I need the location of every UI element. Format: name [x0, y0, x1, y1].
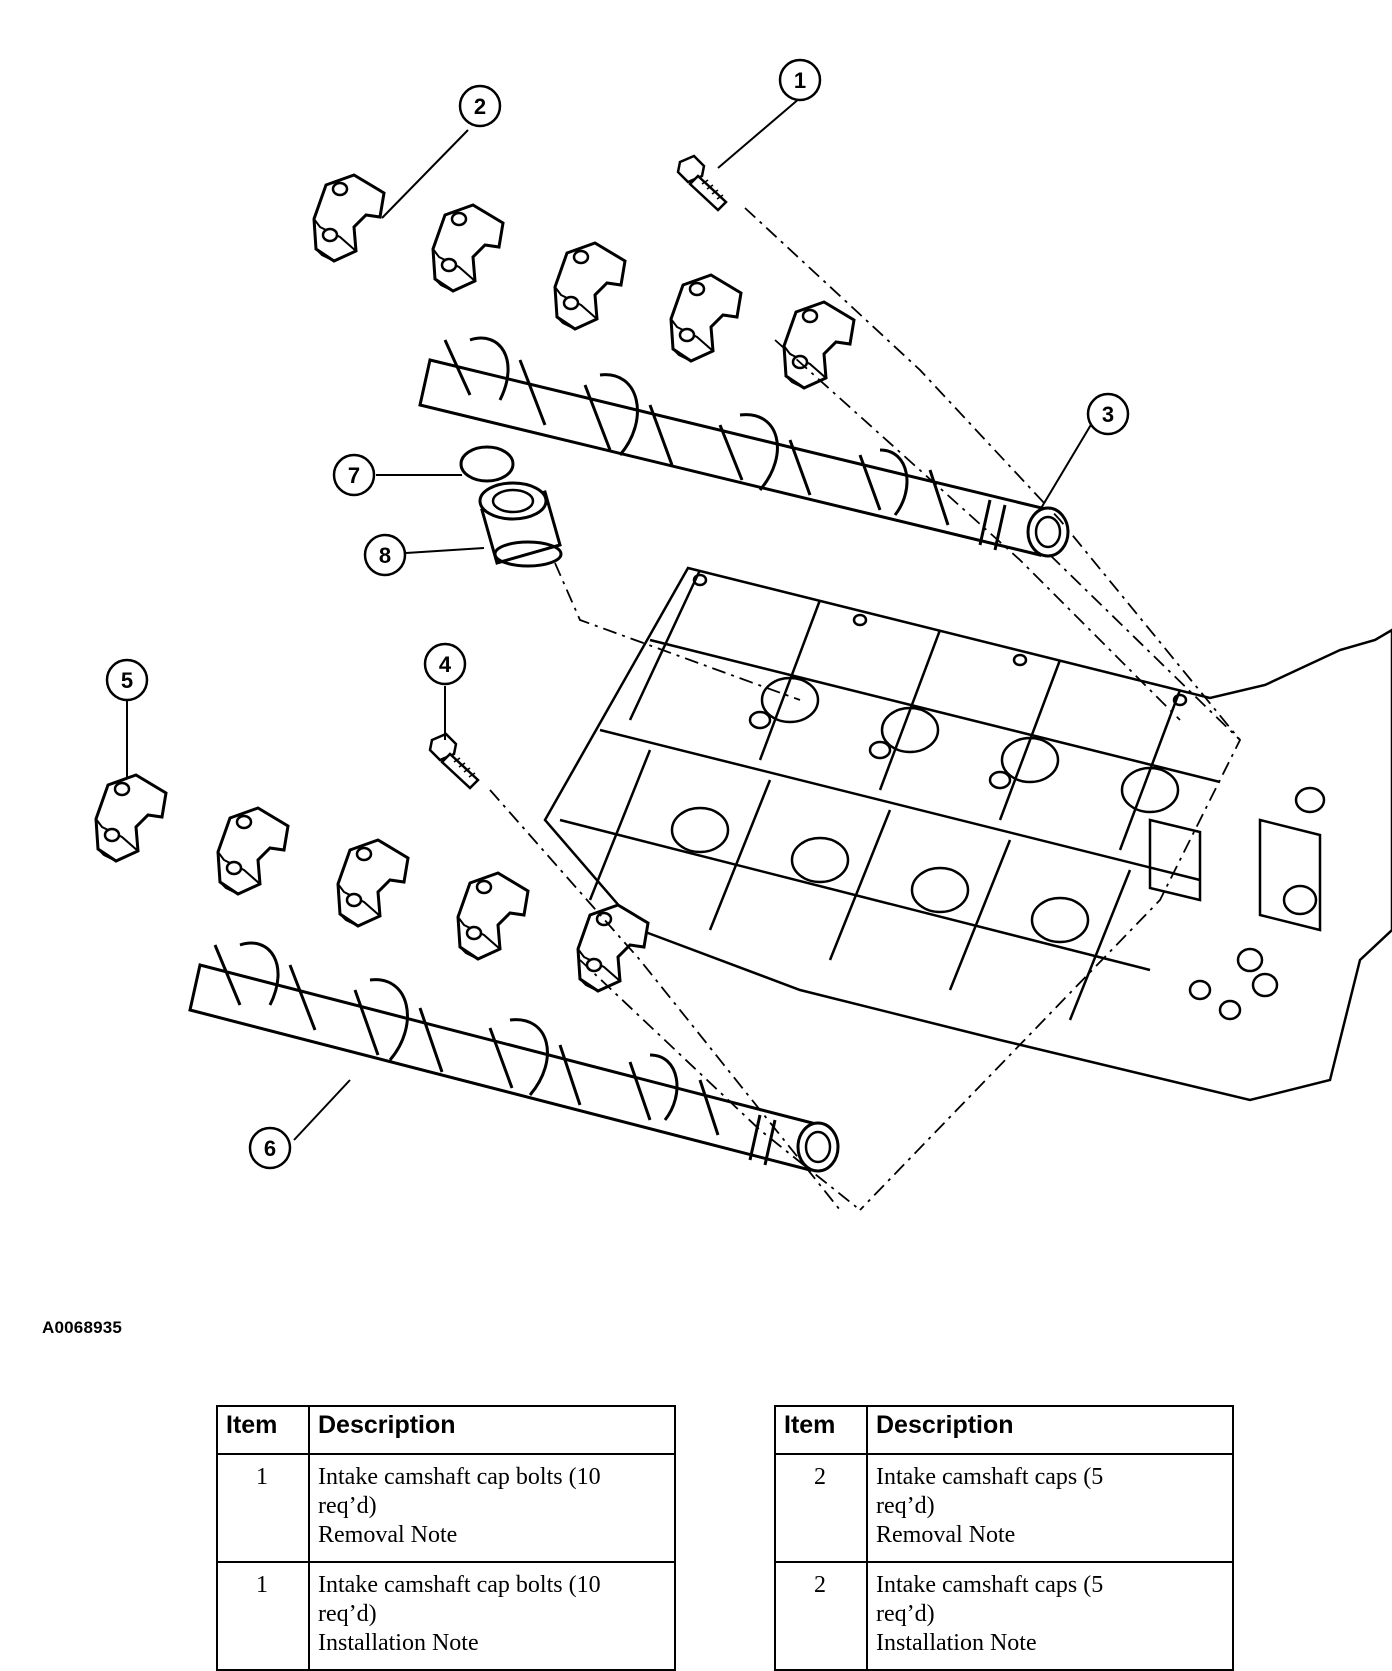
exploded-diagram: 1 2 3 4 5 6 7 8: [94, 58, 1392, 1211]
upper-camshaft-cap-2: [431, 203, 505, 293]
description-line: Intake camshaft cap bolts (10: [318, 1464, 601, 1490]
table-row: 1 Intake camshaft cap bolts (10 req’d) I…: [216, 1561, 676, 1671]
upper-cap-bolt: [676, 154, 728, 212]
lower-camshaft-cap-3: [336, 838, 410, 928]
callout-4-label: 4: [439, 652, 452, 677]
note-link[interactable]: Installation Note: [876, 1630, 1037, 1656]
item-header: Item: [216, 1405, 310, 1455]
upper-camshaft-cap-3: [553, 241, 627, 331]
item-cell: 1: [216, 1453, 310, 1563]
callout-8-label: 8: [379, 543, 391, 568]
parts-table-right: Item Description 2 Intake camshaft caps …: [774, 1405, 1234, 1671]
callout-8: 8: [363, 533, 407, 577]
leader-lines: [126, 97, 1093, 1141]
lower-camshaft-cap-5: [576, 903, 650, 993]
table-row: 2 Intake camshaft caps (5 req’d) Removal…: [774, 1453, 1234, 1563]
valve-tappet: [478, 481, 563, 568]
lower-camshaft: [188, 941, 840, 1173]
description-cell: Intake camshaft caps (5 req’d) Installat…: [866, 1561, 1234, 1671]
item-cell: 2: [774, 1561, 868, 1671]
upper-camshaft-cap-1: [312, 173, 386, 263]
description-cell: Intake camshaft cap bolts (10 req’d) Ins…: [308, 1561, 676, 1671]
alignment-lines: [489, 207, 1242, 1211]
item-header: Item: [774, 1405, 868, 1455]
description-line: Intake camshaft caps (5: [876, 1572, 1104, 1598]
callout-6: 6: [248, 1126, 292, 1170]
parts-table-left: Item Description 1 Intake camshaft cap b…: [216, 1405, 676, 1671]
cylinder-head: [543, 566, 1392, 1102]
description-line: req’d): [876, 1601, 935, 1627]
table-row: 1 Intake camshaft cap bolts (10 req’d) R…: [216, 1453, 676, 1563]
item-cell: 1: [216, 1561, 310, 1671]
callout-7-label: 7: [348, 463, 360, 488]
callout-6-label: 6: [264, 1136, 276, 1161]
callout-2: 2: [458, 84, 502, 128]
callout-3: 3: [1086, 392, 1130, 436]
valve-shim: [459, 445, 515, 483]
callout-4: 4: [423, 642, 467, 686]
note-link[interactable]: Removal Note: [876, 1522, 1016, 1548]
upper-camshaft-cap-5: [782, 300, 856, 390]
figure-id: A0068935: [42, 1318, 123, 1337]
description-line: req’d): [876, 1493, 935, 1519]
item-cell: 2: [774, 1453, 868, 1563]
description-line: req’d): [318, 1601, 377, 1627]
note-link[interactable]: Installation Note: [318, 1630, 479, 1656]
note-link[interactable]: Removal Note: [318, 1522, 458, 1548]
lower-camshaft-cap-1: [94, 773, 168, 863]
description-line: Intake camshaft caps (5: [876, 1464, 1104, 1490]
description-line: req’d): [318, 1493, 377, 1519]
description-header: Description: [308, 1405, 676, 1455]
description-cell: Intake camshaft caps (5 req’d) Removal N…: [866, 1453, 1234, 1563]
table-header-row: Item Description: [216, 1405, 676, 1455]
description-line: Intake camshaft cap bolts (10: [318, 1572, 601, 1598]
callout-1: 1: [778, 58, 822, 102]
description-cell: Intake camshaft cap bolts (10 req’d) Rem…: [308, 1453, 676, 1563]
callout-1-label: 1: [794, 68, 806, 93]
callout-5: 5: [105, 658, 149, 702]
callout-7: 7: [332, 453, 376, 497]
upper-camshaft-cap-4: [669, 273, 743, 363]
description-header: Description: [866, 1405, 1234, 1455]
table-header-row: Item Description: [774, 1405, 1234, 1455]
lower-cap-bolt: [428, 732, 480, 790]
upper-camshaft: [418, 336, 1070, 558]
table-row: 2 Intake camshaft caps (5 req’d) Install…: [774, 1561, 1234, 1671]
lower-camshaft-cap-2: [216, 806, 290, 896]
callout-5-label: 5: [121, 668, 133, 693]
lower-camshaft-cap-4: [456, 871, 530, 961]
callout-3-label: 3: [1102, 402, 1114, 427]
callout-2-label: 2: [474, 94, 486, 119]
